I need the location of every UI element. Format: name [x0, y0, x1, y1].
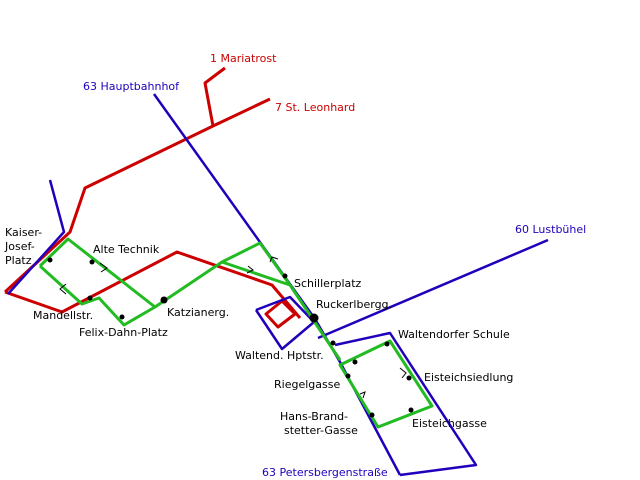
label-hans-brandstetter-gasse: Hans-Brand- stetter-Gasse: [280, 410, 358, 437]
label-mandellstr: Mandellstr.: [33, 309, 93, 322]
green-route-center: [154, 241, 342, 361]
arrow-icon: [246, 265, 254, 274]
stop-eisteichsiedlung: [406, 375, 412, 381]
direction-arrows: [59, 256, 407, 399]
label-katzianerg: Katzianerg.: [167, 306, 229, 319]
label-line: Kaiser-: [5, 226, 42, 239]
stop-schillerplatz: [282, 273, 288, 279]
tram-line-loop-south: [4, 250, 302, 319]
green-route-west-loop: [38, 237, 157, 327]
label-riegelgasse: Riegelgasse: [274, 378, 340, 391]
stop-hans-brandstetter-gasse: [369, 412, 375, 418]
stops: [47, 257, 414, 418]
bus-line-60: [317, 238, 549, 340]
label-bus-63-north: 63 Hauptbahnhof: [83, 80, 180, 93]
stop-ruckerlbergg: [309, 313, 319, 323]
label-tram-1: 1 Mariatrost: [210, 52, 277, 65]
green-route-schillerplatz-spur: [221, 260, 291, 287]
label-bus-63-south: 63 Petersbergenstraße: [262, 466, 388, 479]
label-eisteichsiedlung: Eisteichsiedlung: [424, 371, 513, 384]
green-route: [38, 237, 434, 429]
tram-terminal-loop: [264, 299, 297, 329]
stop-waltendorfer-schule: [384, 341, 390, 347]
stop-katzianerg: [160, 296, 168, 304]
label-ruckerlbergg: Ruckerlbergg.: [316, 298, 392, 311]
stop-kaiser-josef-platz: [47, 257, 53, 263]
label-eisteichgasse: Eisteichgasse: [412, 417, 487, 430]
stop-riegelgasse: [345, 373, 351, 379]
label-alte-technik: Alte Technik: [93, 243, 160, 256]
label-line: Hans-Brand-: [280, 410, 348, 423]
bus-kaiser-josef-branch: [7, 179, 66, 295]
label-bus-60: 60 Lustbühel: [515, 223, 586, 236]
label-felix-dahn-platz: Felix-Dahn-Platz: [79, 326, 168, 339]
label-schillerplatz: Schillerplatz: [294, 277, 362, 290]
label-line: Josef-: [4, 240, 35, 253]
stop-waltend-hptstr: [330, 340, 336, 346]
stop-route-1: [352, 359, 358, 365]
label-waltendorfer-schule: Waltendorfer Schule: [398, 328, 510, 341]
stop-felix-dahn-platz: [119, 314, 125, 320]
label-line: Platz: [5, 254, 32, 267]
tram-line-7-trunk: [3, 97, 271, 294]
label-line: stetter-Gasse: [284, 424, 358, 437]
label-tram-7: 7 St. Leonhard: [275, 101, 355, 114]
tram-line-1-branch: [203, 66, 226, 127]
arrow-icon: [399, 367, 407, 379]
stop-mandellstr: [87, 295, 93, 301]
arrow-icon: [269, 256, 279, 263]
arrow-icon: [59, 283, 67, 295]
label-waltend-hptstr: Waltend. Hptstr.: [235, 349, 324, 362]
green-route-east-loop: [338, 339, 434, 429]
tram-lines: [3, 66, 302, 329]
label-kaiser-josef-platz: Kaiser- Josef- Platz: [4, 226, 46, 267]
bus-eisteich-loop: [334, 331, 478, 477]
arrow-icon: [359, 391, 366, 399]
stop-alte-technik: [89, 259, 95, 265]
arrow-icon: [99, 262, 108, 273]
stop-eisteichgasse: [408, 407, 414, 413]
